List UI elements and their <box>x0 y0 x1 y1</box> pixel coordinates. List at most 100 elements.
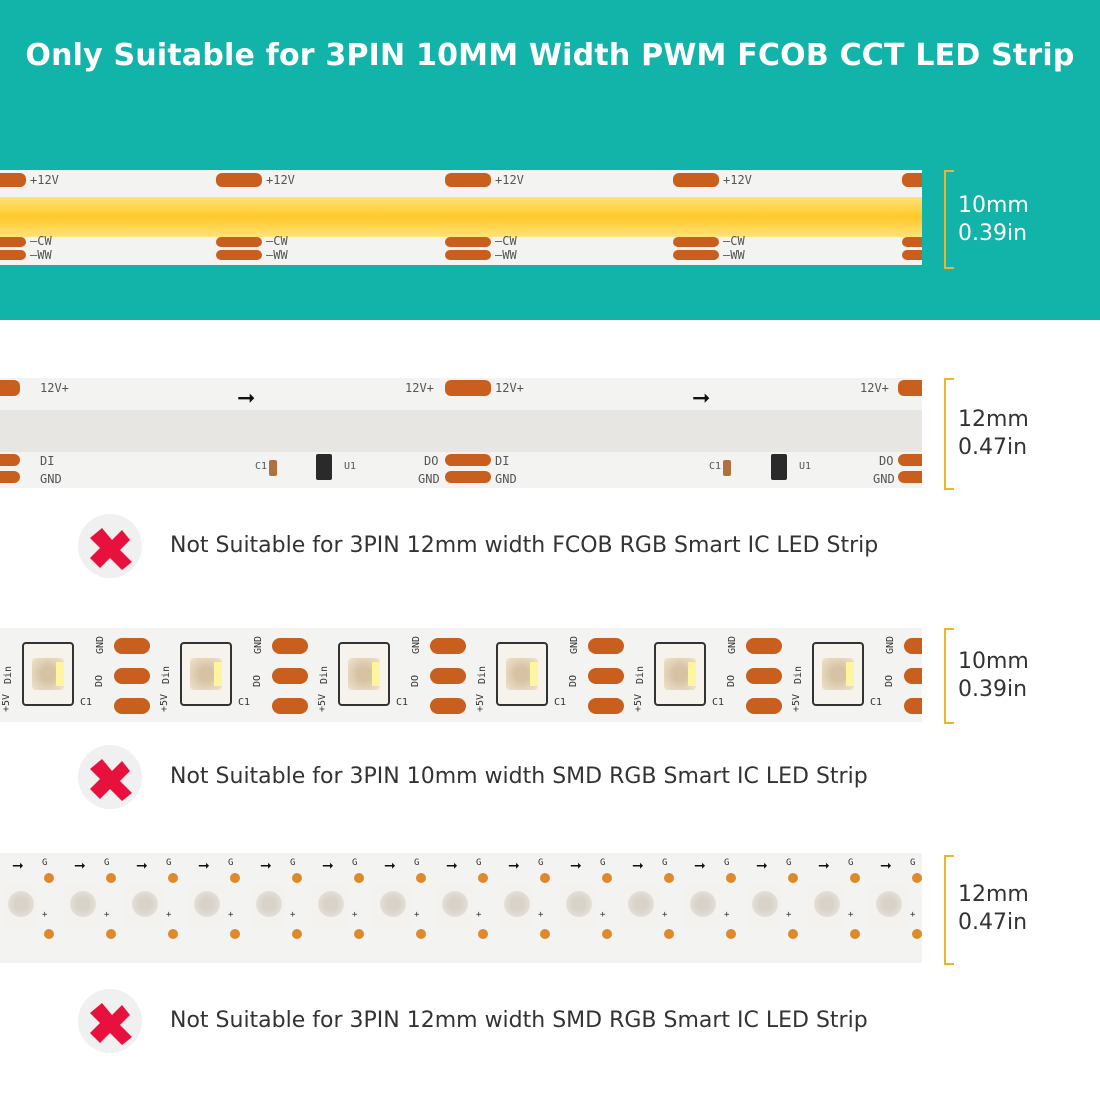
smd-rgb-ic-12mm-strip-image: G+➞G+➞G+➞G+➞G+➞G+➞G+➞G+➞G+➞G+➞G+➞G+➞G+➞G… <box>0 853 922 963</box>
direction-arrow-icon: ➞ <box>880 858 892 874</box>
solder-pad <box>445 454 491 466</box>
pin-label-g: G <box>600 858 606 868</box>
pin-label-plus: + <box>104 910 110 920</box>
led-emitter <box>70 891 96 917</box>
led-white-segment <box>56 662 64 686</box>
not-suitable-note: Not Suitable for 3PIN 12mm width SMD RGB… <box>170 1008 868 1033</box>
solder-pad <box>673 250 719 260</box>
pad-label-gnd: GND <box>873 472 895 486</box>
pin-label-c1: C1 <box>80 697 93 708</box>
pin-label-plus: + <box>786 910 792 920</box>
pin-label-5v: +5V <box>159 693 171 713</box>
direction-arrow-icon: ➞ <box>198 858 210 874</box>
pin-label-plus: + <box>848 910 854 920</box>
led-emitter <box>442 891 468 917</box>
pin-label-c1: C1 <box>554 697 567 708</box>
direction-arrow-icon: ➞ <box>260 858 272 874</box>
pin-label-din: Din <box>319 665 331 685</box>
strip3-dimension: 10mm 0.39in <box>958 648 1029 704</box>
pad-label-12v: +12V <box>30 173 59 187</box>
pin-label-plus: + <box>910 910 916 920</box>
red-x-icon <box>78 745 142 809</box>
pin-label-gnd: GND <box>885 635 897 655</box>
pad-label-di: DI <box>40 454 55 468</box>
direction-arrow-icon: ➞ <box>136 858 148 874</box>
solder-pad <box>602 873 612 883</box>
strip3-width-mm: 10mm <box>958 649 1029 674</box>
led-emitter <box>814 891 840 917</box>
pin-label-do: DO <box>726 674 738 688</box>
solder-pad <box>292 929 302 939</box>
solder-pad <box>445 173 491 187</box>
pin-label-g: G <box>848 858 854 868</box>
solder-pad <box>850 873 860 883</box>
pin-label-g: G <box>786 858 792 868</box>
solder-pad <box>445 380 491 396</box>
direction-arrow-icon: ➞ <box>322 858 334 874</box>
diffuser-band <box>0 410 922 452</box>
solder-pad <box>272 698 308 714</box>
pin-label-do: DO <box>884 674 896 688</box>
dimension-bracket <box>944 170 954 269</box>
solder-pad <box>272 638 308 654</box>
component-label-u1: U1 <box>799 461 812 472</box>
pin-label-din: Din <box>635 665 647 685</box>
pin-label-plus: + <box>600 910 606 920</box>
pin-label-din: Din <box>3 665 15 685</box>
solder-pad <box>0 250 26 260</box>
solder-pad <box>230 929 240 939</box>
pin-label-din: Din <box>477 665 489 685</box>
pad-label-ww: —WW <box>266 248 288 262</box>
pin-label-do: DO <box>252 674 264 688</box>
red-x-icon <box>78 989 142 1053</box>
led-white-segment <box>846 662 854 686</box>
solder-pad <box>902 237 922 247</box>
solder-pad <box>898 454 922 466</box>
solder-pad <box>904 668 922 684</box>
pin-label-g: G <box>476 858 482 868</box>
solder-pad <box>478 929 488 939</box>
led-emitter <box>380 891 406 917</box>
led-emitter <box>628 891 654 917</box>
solder-pad <box>540 929 550 939</box>
pin-label-5v: +5V <box>633 693 645 713</box>
solder-pad <box>445 471 491 483</box>
solder-pad <box>114 698 150 714</box>
header-banner <box>0 0 1100 320</box>
pad-label-12v: 12V+ <box>495 381 524 395</box>
strip1-width-in: 0.39in <box>958 221 1028 246</box>
pin-label-plus: + <box>352 910 358 920</box>
solder-pad <box>912 929 922 939</box>
pad-label-12v: +12V <box>266 173 295 187</box>
solder-pad <box>416 929 426 939</box>
solder-pad <box>168 929 178 939</box>
pin-label-gnd: GND <box>253 635 265 655</box>
ic-chip <box>771 454 787 480</box>
solder-pad <box>216 250 262 260</box>
pad-label-12v: 12V+ <box>860 381 889 395</box>
direction-arrow-icon: ➞ <box>446 858 458 874</box>
page-title: Only Suitable for 3PIN 10MM Width PWM FC… <box>25 38 1075 73</box>
solder-pad <box>726 929 736 939</box>
pin-label-plus: + <box>290 910 296 920</box>
strip2-dimension: 12mm 0.47in <box>958 406 1029 462</box>
pad-label-12v: +12V <box>495 173 524 187</box>
solder-pad <box>445 237 491 247</box>
solder-pad <box>902 173 922 187</box>
solder-pad <box>168 873 178 883</box>
component-label-c1: C1 <box>255 461 268 472</box>
pin-label-g: G <box>104 858 110 868</box>
pin-label-plus: + <box>538 910 544 920</box>
not-suitable-note: Not Suitable for 3PIN 12mm width FCOB RG… <box>170 533 879 558</box>
solder-pad <box>0 471 20 483</box>
solder-pad <box>0 173 26 187</box>
solder-pad <box>588 638 624 654</box>
led-emitter <box>194 891 220 917</box>
pin-label-plus: + <box>476 910 482 920</box>
strip1-width-mm: 10mm <box>958 193 1029 218</box>
solder-pad <box>898 380 922 396</box>
ic-chip <box>316 454 332 480</box>
solder-pad <box>746 638 782 654</box>
pin-label-plus: + <box>42 910 48 920</box>
